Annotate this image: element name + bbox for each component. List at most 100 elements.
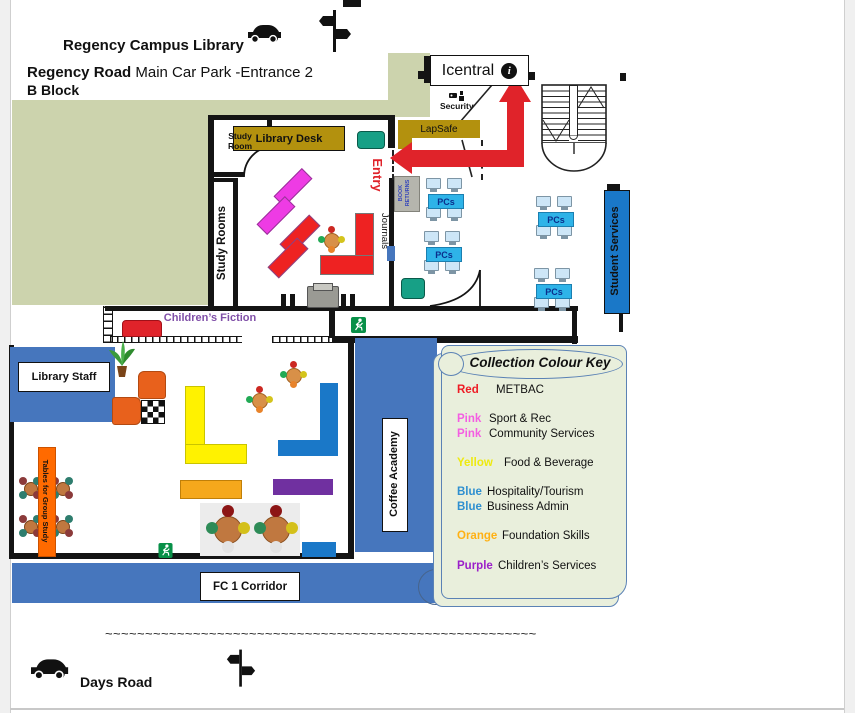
legend-color-word: Pink bbox=[457, 413, 482, 425]
fc1-corridor-label: FC 1 Corridor bbox=[212, 580, 288, 593]
door-jamb bbox=[290, 294, 295, 306]
legend-label: Hospitality/Tourism bbox=[487, 486, 584, 498]
legend-label: Business Admin bbox=[487, 501, 569, 513]
wall-top bbox=[208, 115, 395, 120]
book-returns-label: BOOK RETURNS bbox=[398, 178, 411, 208]
library-staff-sign: Library Staff bbox=[18, 362, 110, 392]
printer-top bbox=[313, 283, 333, 291]
door-jamb bbox=[341, 294, 346, 306]
wall-stub bbox=[619, 312, 623, 332]
library-desk-label: Library Desk bbox=[255, 132, 323, 145]
shelf-orange bbox=[180, 480, 242, 499]
shelf-yellow-L-horizontal bbox=[185, 444, 247, 464]
round-table-icon bbox=[253, 505, 299, 553]
car-icon bbox=[31, 659, 69, 680]
pcs-label: PCs bbox=[538, 212, 574, 227]
exit-sign-icon bbox=[158, 543, 173, 558]
wall-left-lower bbox=[9, 345, 14, 558]
armchair-icon bbox=[138, 371, 166, 399]
pcs-label: PCs bbox=[426, 247, 462, 262]
shelf-purple bbox=[273, 479, 333, 495]
info-icon: i bbox=[501, 62, 518, 79]
legend-entry: Blue Hospitality/Tourism bbox=[457, 486, 584, 498]
legend-color-word: Pink bbox=[457, 428, 482, 440]
tables-group-study-label: Tables for Group Study bbox=[41, 459, 50, 543]
hatched-wall-bottom bbox=[110, 336, 242, 343]
wall-left-upper bbox=[208, 115, 214, 311]
wall-journals bbox=[389, 178, 394, 306]
legend-color-word: Blue bbox=[457, 501, 482, 513]
legend-color-word: Purple bbox=[457, 560, 493, 572]
page-gutter-right bbox=[844, 0, 855, 713]
road-separator: ~~~~~~~~~~~~~~~~~~~~~~~~~~~~~~~~~~~~~~~~… bbox=[105, 626, 537, 641]
armchair-icon bbox=[112, 397, 141, 425]
chair-icon bbox=[401, 278, 425, 299]
security-label: Security bbox=[440, 101, 474, 111]
legend-label: METBAC bbox=[496, 384, 544, 396]
legend-label: Food & Beverage bbox=[504, 457, 594, 469]
door-marker-blue bbox=[387, 246, 395, 261]
study-room-label: Study Room bbox=[227, 131, 253, 151]
pcs-label: PCs bbox=[536, 284, 572, 299]
legend-color-word: Blue bbox=[457, 486, 482, 498]
student-services-desk bbox=[604, 190, 630, 314]
library-staff-label: Library Staff bbox=[31, 371, 97, 383]
exit-sign-icon bbox=[351, 317, 366, 333]
door-arc bbox=[243, 146, 273, 178]
icentral-sign: Icentral i bbox=[430, 55, 529, 86]
wall-corridor-top bbox=[105, 306, 208, 311]
plant-icon bbox=[109, 341, 135, 377]
signpost-icon bbox=[319, 10, 351, 52]
wall-corridor-bottom bbox=[332, 336, 578, 343]
door-jamb bbox=[350, 294, 355, 306]
legend-entry: Blue Business Admin bbox=[457, 501, 569, 513]
wall-right-lower bbox=[348, 338, 354, 559]
road-detail: Main Car Park -Entrance 2 bbox=[135, 64, 313, 81]
road-name: Regency Road bbox=[27, 64, 132, 81]
lapsafe-label: LapSafe bbox=[420, 123, 458, 135]
car-icon bbox=[248, 25, 281, 44]
monitor-icon bbox=[555, 268, 570, 282]
pc-cluster: PCs bbox=[536, 196, 576, 242]
shelf-blue-L-vertical bbox=[320, 383, 338, 441]
round-table-icon bbox=[318, 226, 345, 253]
days-road-label: Days Road bbox=[80, 674, 153, 690]
pcs-label: PCs bbox=[428, 194, 464, 209]
monitor-icon bbox=[557, 196, 572, 210]
wall-stub bbox=[424, 56, 430, 83]
monitor-icon bbox=[424, 231, 439, 245]
book-returns-line1: BOOK bbox=[398, 184, 404, 202]
chessboard-icon bbox=[141, 400, 165, 424]
wall-corridor-jamb bbox=[329, 307, 335, 338]
coffee-academy-sign bbox=[382, 418, 408, 532]
round-table-icon bbox=[280, 361, 307, 388]
wall-studyroom-bottom bbox=[208, 172, 244, 177]
entry-arrow-left bbox=[412, 150, 524, 167]
group-table-icon bbox=[18, 514, 42, 538]
pc-cluster: PCs bbox=[534, 268, 574, 314]
page-title: Regency Campus Library bbox=[63, 37, 244, 54]
monitor-icon bbox=[536, 196, 551, 210]
monitor-icon bbox=[447, 178, 462, 192]
hatched-wall-bottom bbox=[272, 336, 332, 343]
door-jamb bbox=[281, 294, 286, 306]
wall-bottom-lower bbox=[9, 553, 353, 559]
legend-title: Collection Colour Key bbox=[469, 355, 611, 370]
page-bottom-edge bbox=[10, 708, 844, 710]
monitor-icon bbox=[426, 178, 441, 192]
group-study-area bbox=[16, 470, 82, 545]
monitor-icon bbox=[534, 268, 549, 282]
book-returns-line2: RETURNS bbox=[404, 179, 411, 207]
round-table-icon bbox=[205, 505, 251, 553]
wall-stub bbox=[528, 72, 535, 80]
pc-cluster: PCs bbox=[426, 178, 466, 224]
wall-bottom-upper bbox=[208, 306, 578, 311]
student-services-label: Student Services bbox=[609, 206, 621, 296]
wall-stub bbox=[607, 184, 620, 190]
icentral-label: Icentral bbox=[441, 61, 495, 79]
